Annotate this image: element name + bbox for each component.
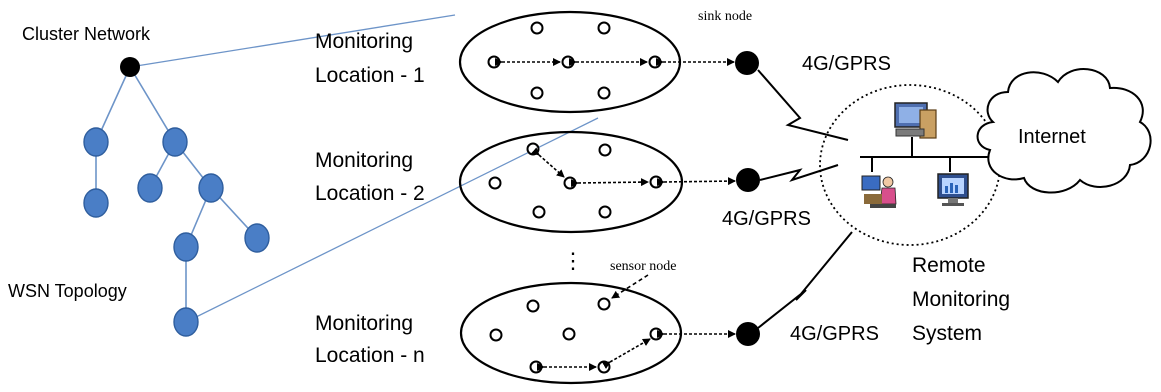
sensor-node [561,55,575,69]
location-1-label-line2: Location - 1 [315,64,425,87]
lightning-link-icon [757,231,853,329]
cluster-tree [83,14,599,337]
tree-node [198,173,224,203]
location-1-label-line1: Monitoring [315,30,413,53]
tree-node [83,188,109,218]
computer-icon [894,102,937,139]
remote-monitoring-label-line1: Remote [912,254,986,277]
location-n-links [537,330,736,371]
remote-monitoring-label-line3: System [912,322,982,345]
sensor-node [598,143,612,157]
sensor-node [597,86,611,100]
location-2-links [531,147,736,188]
sink-node-2 [736,168,760,192]
sensor-node [597,297,611,311]
sensor-node [526,299,540,313]
sink-node-n [736,322,760,346]
sensor-node [530,21,544,35]
sensor-node [597,21,611,35]
root-node [120,57,140,77]
location-2-sensor-nodes [488,142,663,219]
location-n-link-label: 4G/GPRS [790,323,879,345]
tree-node [173,232,199,262]
location-1-link-label: 4G/GPRS [802,53,891,75]
sensor-node [529,360,543,374]
remote-monitoring-system [819,84,1001,246]
person-workstation-icon [861,175,897,208]
lightning-link-icon [759,164,839,182]
wsn-topology-label: WSN Topology [8,281,127,301]
location-n-label-line2: Location - n [315,344,425,367]
sensor-node [563,176,577,190]
sensor-node [526,142,540,156]
sink-node-1 [735,51,759,75]
tree-node [162,127,188,157]
gprs-links [757,69,853,329]
tree-node [173,307,199,337]
sensor-node [562,327,576,341]
internet-label: Internet [1018,126,1086,148]
tree-node [83,127,109,157]
remote-monitoring-label-line2: Monitoring [912,288,1010,311]
tree-nodes [83,127,270,337]
sensor-node [649,327,663,341]
sensor-node [598,205,612,219]
lan-bus [860,137,992,172]
tree-node [244,223,270,253]
location-2-link-label: 4G/GPRS [722,208,811,230]
lightning-link-icon [757,69,849,141]
location-n-sensor-nodes [489,297,663,374]
sensor-node [487,55,501,69]
location-1-sensor-nodes [487,21,662,100]
monitor-chart-icon [937,173,969,206]
sensor-node [597,360,611,374]
location-n-label-line1: Monitoring [315,312,413,335]
location-2-cluster [458,130,760,234]
location-n-cluster [459,281,760,385]
sensor-node-label: sensor node [610,259,677,274]
connector-line-top [129,14,456,68]
sensor-node [532,205,546,219]
sensor-node [489,328,503,342]
location-2-label-line1: Monitoring [315,149,413,172]
sensor-node [649,175,663,189]
sensor-node [488,176,502,190]
location-2-label-line2: Location - 2 [315,182,425,205]
more-locations-ellipsis: ⋮ [562,248,584,273]
sensor-node [648,55,662,69]
sink-node-label: sink node [698,9,752,24]
tree-node [137,173,163,203]
cloud-icon [976,68,1152,194]
sensor-node-pointer [611,274,649,299]
cluster-network-label: Cluster Network [22,24,151,44]
sensor-node [530,86,544,100]
location-1-cluster [458,10,759,114]
